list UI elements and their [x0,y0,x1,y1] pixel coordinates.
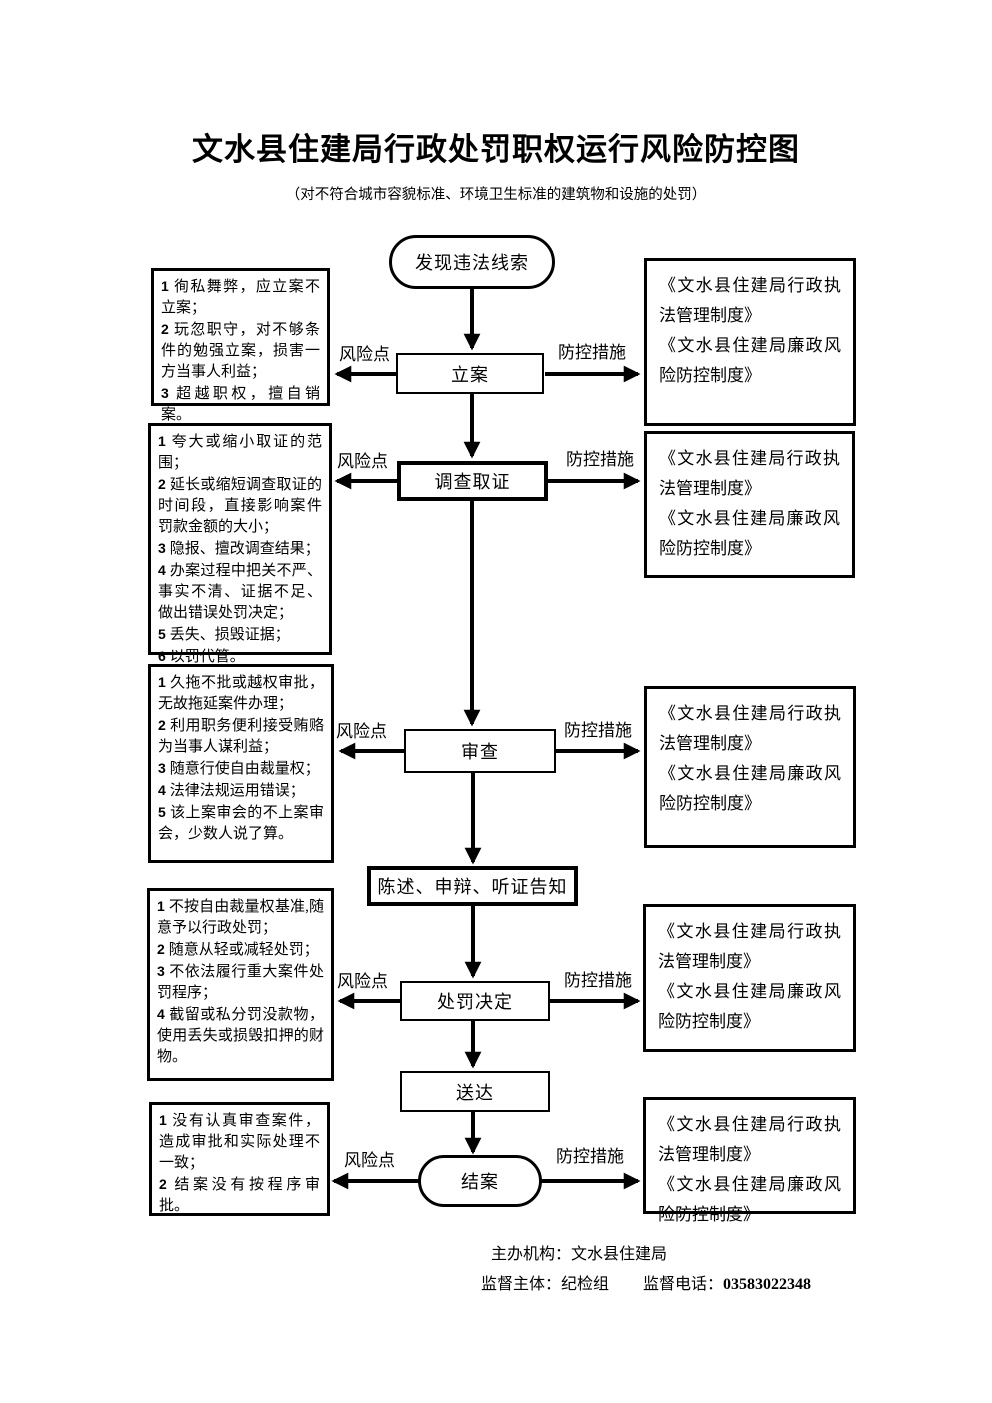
footer-supervisor: 监督主体：纪检组 [481,1276,610,1293]
list-item: 4 办案过程中把关不严、事实不清、证据不足、做出错误处罚决定； [158,562,322,621]
control-box-5-case-closing: 《文水县住建局行政执法管理制度》《文水县住建局廉政风险防控制度》 [643,1097,856,1224]
control-box-3-review: 《文水县住建局行政执法管理制度》《文水县住建局廉政风险防控制度》 [644,686,856,848]
list-item: 2 随意从轻或减轻处罚； [157,941,319,958]
list-item: 1 不按自由裁量权基准,随意予以行政处罚； [157,898,324,936]
list-item: 1 没有认真审查案件，造成审批和实际处理不一致； [159,1112,320,1171]
risk-box-1-case-filing: 1 徇私舞弊，应立案不立案； 2 玩忽职守，对不够条件的勉强立案，损害一方当事人利… [151,268,330,423]
list-item: 《文水县住建局行政执法管理制度》 [659,449,840,498]
list-item: 3 超越职权，擅自销案。 [161,385,320,423]
control-measure-label-2: 防控措施 [566,450,634,469]
risk-point-label-4: 风险点 [337,972,388,991]
list-item: 2 延长或缩短调查取证的时间段，直接影响案件罚款金额的大小； [158,476,322,535]
page-subtitle: （对不符合城市容貌标准、环境卫生标准的建筑物和设施的处罚） [285,187,707,203]
control-box-1-case-filing: 《文水县住建局行政执法管理制度》《文水县住建局廉政风险防控制度》 [644,258,856,426]
list-item: 《文水县住建局廉政风险防控制度》 [658,982,841,1031]
risk-box-5-case-closing: 1 没有认真审查案件，造成审批和实际处理不一致； 2 结案没有按程序审批。 [149,1102,330,1216]
risk-point-label-1: 风险点 [339,345,390,364]
list-item: 《文水县住建局廉政风险防控制度》 [659,509,840,558]
flow-step-investigation: 调查取证 [397,461,548,501]
list-item: 2 结案没有按程序审批。 [159,1176,320,1214]
footer-phone-label: 监督电话： [643,1276,724,1293]
list-item: 5 丢失、损毁证据； [158,626,290,643]
flow-step-review: 审查 [404,729,556,773]
list-item: 3 隐报、擅改调查结果； [158,540,320,557]
list-item: 5 该上案审会的不上案审会，少数人说了算。 [158,804,324,842]
control-measure-label-4: 防控措施 [564,971,632,990]
list-item: 《文水县住建局行政执法管理制度》 [658,922,841,971]
footer-supervision-line: 监督主体：纪检组 监督电话：03583022348 [481,1275,811,1295]
flow-step-penalty-decision: 处罚决定 [400,981,550,1021]
list-item: 《文水县住建局行政执法管理制度》 [659,276,841,325]
page-title: 文水县住建局行政处罚职权运行风险防控图 [192,132,800,167]
list-item: 2 玩忽职守，对不够条件的勉强立案，损害一方当事人利益； [161,321,320,380]
risk-point-label-2: 风险点 [337,452,388,471]
list-item: 《文水县住建局廉政风险防控制度》 [658,1175,841,1224]
control-measure-label-3: 防控措施 [564,721,632,740]
list-item: 2 利用职务便利接受贿赂为当事人谋利益； [158,717,324,755]
risk-box-3-review: 1 久拖不批或越权审批，无故拖延案件办理； 2 利用职务便利接受贿赂为当事人谋利益… [148,664,334,863]
flow-start-oval-clue-found: 发现违法线索 [389,235,555,289]
risk-point-label-3: 风险点 [336,722,387,741]
flow-step-delivery: 送达 [400,1071,550,1112]
list-item: 《文水县住建局廉政风险防控制度》 [659,336,841,385]
list-item: 1 夸大或缩小取证的范围； [158,433,322,471]
flow-end-oval-case-closed: 结案 [418,1155,542,1207]
list-item: 《文水县住建局行政执法管理制度》 [659,704,841,753]
list-item: 3 随意行使自由裁量权； [158,760,320,777]
control-measure-label-5: 防控措施 [556,1147,624,1166]
footer-phone-number: 03583022348 [723,1276,812,1293]
risk-point-label-5: 风险点 [344,1151,395,1170]
flow-step-case-filing: 立案 [396,353,544,394]
footer-organizer: 主办机构：文水县住建局 [491,1246,668,1263]
control-box-4-penalty-decision: 《文水县住建局行政执法管理制度》《文水县住建局廉政风险防控制度》 [643,904,856,1052]
list-item: 4 截留或私分罚没款物，使用丢失或损毁扣押的财物。 [157,1006,324,1065]
control-measure-label-1: 防控措施 [558,343,626,362]
list-item: 1 久拖不批或越权审批，无故拖延案件办理； [158,674,324,712]
list-item: 6 以罚代管。 [158,648,245,665]
list-item: 4 法律法规运用错误； [158,782,305,799]
risk-box-2-investigation: 1 夸大或缩小取证的范围； 2 延长或缩短调查取证的时间段，直接影响案件罚款金额的… [148,423,332,665]
flow-step-statement-defense-hearing-notice: 陈述、申辩、听证告知 [367,866,578,906]
list-item: 1 徇私舞弊，应立案不立案； [161,278,320,316]
control-box-2-investigation: 《文水县住建局行政执法管理制度》《文水县住建局廉政风险防控制度》 [644,431,855,578]
risk-box-4-penalty-decision: 1 不按自由裁量权基准,随意予以行政处罚； 2 随意从轻或减轻处罚； 3 不依法履行… [147,888,334,1081]
list-item: 《文水县住建局廉政风险防控制度》 [659,764,841,813]
list-item: 3 不依法履行重大案件处罚程序； [157,963,324,1001]
list-item: 《文水县住建局行政执法管理制度》 [658,1115,841,1164]
